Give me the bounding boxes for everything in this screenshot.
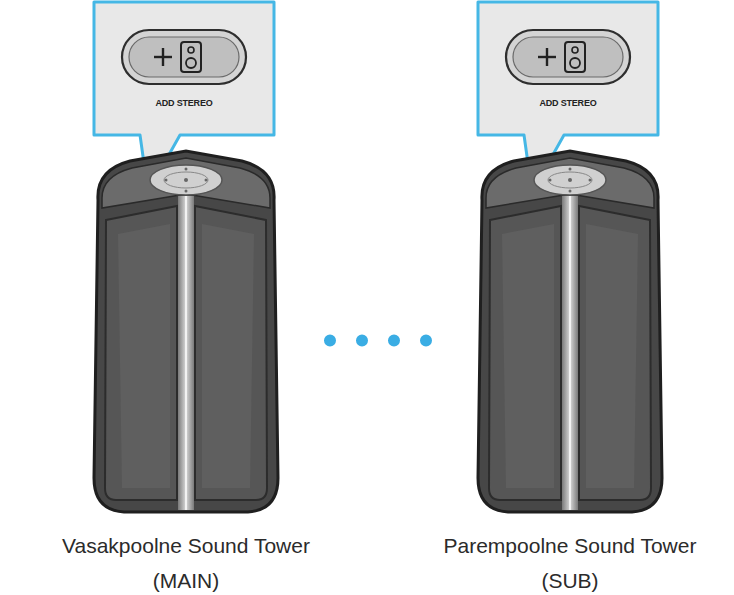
button-callout: ADD STEREO <box>92 0 276 137</box>
speaker-tower: Parempoolne Sound Tower (SUB) <box>462 148 678 595</box>
callout-outline <box>476 0 660 137</box>
button-label: ADD STEREO <box>92 98 276 108</box>
button-callout: ADD STEREO <box>476 0 660 137</box>
callout-outline <box>92 0 276 137</box>
pairing-dots <box>278 334 478 346</box>
speaker-illustration <box>462 148 678 518</box>
speaker-label: Parempoolne Sound Tower (SUB) <box>425 528 715 595</box>
speaker-label: Vasakpoolne Sound Tower (MAIN) <box>41 528 331 595</box>
speaker-illustration <box>78 148 294 518</box>
speaker-tower: Vasakpoolne Sound Tower (MAIN) <box>78 148 294 595</box>
button-label: ADD STEREO <box>476 98 660 108</box>
